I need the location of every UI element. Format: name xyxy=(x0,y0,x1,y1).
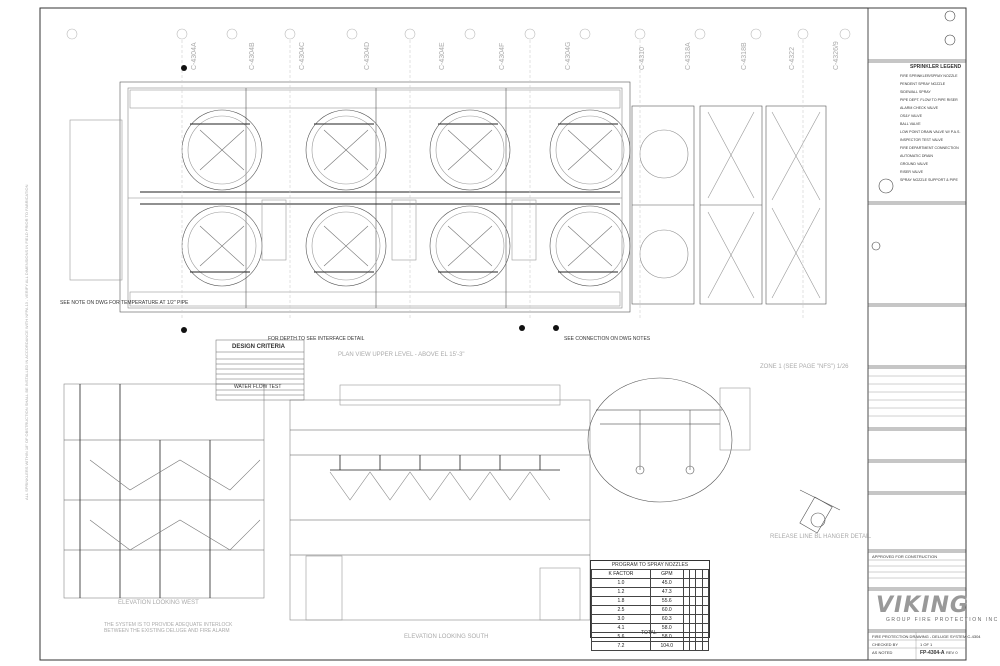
zone-note: ZONE 1 (SEE PAGE "NFS") 1/26 xyxy=(760,364,849,370)
col-label: C-4322 xyxy=(789,47,796,70)
design-criteria-title: DESIGN CRITERIA xyxy=(232,344,286,350)
legend-title: SPRINKLER LEGEND xyxy=(910,64,962,70)
note-text: SEE CONNECTION ON DWG NOTES xyxy=(564,336,651,342)
spray-table-header: GPM xyxy=(649,569,684,579)
legend-item: RISER VALVE xyxy=(900,170,924,174)
col-label: C-4304C xyxy=(299,41,306,70)
approval-label: APPROVED FOR CONSTRUCTION xyxy=(872,554,938,559)
col-label: C-4318A xyxy=(685,42,692,70)
col-label: C-4304F xyxy=(499,42,506,70)
spray-cell: 7.2 xyxy=(591,641,651,651)
col-label: C-4304D xyxy=(364,41,371,70)
col-label: C-4304A xyxy=(191,42,198,70)
plan-view-title: PLAN VIEW UPPER LEVEL - ABOVE EL 15'-3" xyxy=(338,352,465,358)
sheet-value: 1 OF 1 xyxy=(920,642,933,647)
revision-value: REV 0 xyxy=(946,650,958,655)
legend-item: SIDEWALL SPRAY xyxy=(900,90,931,94)
spray-table-total: TOTAL xyxy=(641,630,657,636)
spray-table-title: PROGRAM TO SPRAY NOZZLES xyxy=(611,562,689,568)
spray-cell: 1.2 xyxy=(591,587,651,597)
legend-item: FIRE SPRINKLER/SPRAY NOZZLE xyxy=(900,74,958,78)
spray-cell: 60.0 xyxy=(649,605,684,615)
company-logo: VIKING xyxy=(876,593,969,618)
spray-cell: 1.0 xyxy=(591,578,651,588)
legend-list: FIRE SPRINKLER/SPRAY NOZZLE PENDENT SPRA… xyxy=(900,72,964,184)
spray-cell: 2.5 xyxy=(591,605,651,615)
legend-item: PENDENT SPRAY NOZZLE xyxy=(900,82,946,86)
note-text: SEE NOTE ON DWG FOR TEMPERATURE AT 1/2" … xyxy=(60,300,189,306)
legend-item: GROUND VALVE xyxy=(900,162,929,166)
spray-cell: 104.0 xyxy=(649,641,684,651)
legend-item: LOW POINT DRAIN VALVE W/ P.A.S. xyxy=(900,130,961,134)
col-label: C-4310 xyxy=(639,47,646,70)
col-label: C-4318B xyxy=(741,42,748,70)
spray-cell: 45.0 xyxy=(649,578,684,588)
note-text: FOR DEPTH TO SEE INTERFACE DETAIL xyxy=(268,336,365,342)
note-text: THE SYSTEM IS TO PROVIDE ADEQUATE INTERL… xyxy=(104,622,233,634)
water-flow-test-title: WATER FLOW TEST xyxy=(234,384,282,390)
spray-cell: 1.8 xyxy=(591,596,651,606)
spray-cell: 55.6 xyxy=(649,596,684,606)
elevation-south-title: ELEVATION LOOKING SOUTH xyxy=(404,634,489,640)
spray-cell: 60.3 xyxy=(649,614,684,624)
col-label: C-4304B xyxy=(249,42,256,70)
legend-item: AUTOMATIC DRAIN xyxy=(900,154,934,158)
col-label: C-4326/9 xyxy=(833,41,840,70)
elevation-west-title: ELEVATION LOOKING WEST xyxy=(118,600,199,606)
hanger-detail-title: RELEASE LINE BL HANGER DETAIL xyxy=(770,534,872,540)
spray-nozzle-table: PROGRAM TO SPRAY NOZZLES K FACTOR GPM 1.… xyxy=(590,560,710,651)
legend-item: SPRAY NOZZLE SUPPORT & PIPE xyxy=(900,178,958,182)
col-label: C-4304E xyxy=(439,42,446,70)
drawing-number: FP-4304-A xyxy=(920,650,945,656)
legend-item: FIRE DEPARTMENT CONNECTION xyxy=(900,146,959,150)
side-note-strip: ALL SPRINKLERS WITHIN 18" OF OBSTRUCTION… xyxy=(24,184,29,501)
spray-table-header: K FACTOR xyxy=(591,569,651,579)
drawing-description: FIRE PROTECTION DRAWING - DELUGE SYSTEM … xyxy=(872,634,981,639)
spray-cell: 47.3 xyxy=(649,587,684,597)
legend-item: OS&Y VALVE xyxy=(900,114,922,118)
scale-value: AS NOTED xyxy=(872,650,893,655)
legend-item: BALL VALVE xyxy=(900,122,921,126)
legend-item: PIPE DEPT. FLOW TO PIPE RISER xyxy=(900,98,958,102)
spray-cell: 3.0 xyxy=(591,614,651,624)
checked-label: CHECKED BY xyxy=(872,642,899,647)
col-label: C-4304G xyxy=(565,41,572,70)
legend-item: INSPECTOR TEST VALVE xyxy=(900,138,944,142)
legend-item: ALARM CHECK VALVE xyxy=(900,106,939,110)
company-subtitle: GROUP FIRE PROTECTION INC xyxy=(886,617,999,623)
